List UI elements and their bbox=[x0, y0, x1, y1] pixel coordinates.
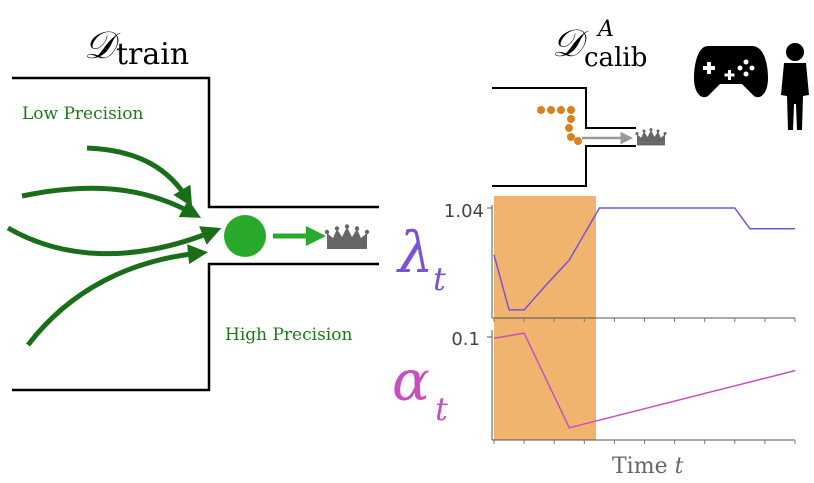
alpha-chart: 0.1 α t bbox=[392, 329, 796, 441]
high-precision-label: High Precision bbox=[225, 325, 352, 345]
arrow-2 bbox=[21, 185, 202, 218]
alpha-series-line bbox=[493, 332, 796, 429]
x-axis-label: Time t bbox=[612, 454, 684, 479]
low-precision-label: Low Precision bbox=[22, 104, 143, 124]
calib-funnel bbox=[492, 87, 636, 187]
person-icon bbox=[781, 43, 809, 130]
x-ticks bbox=[493, 318, 796, 444]
train-title-sub: train bbox=[116, 37, 189, 72]
lambda-symbol: λ bbox=[396, 221, 434, 286]
train-funnel bbox=[12, 76, 379, 392]
arrow-1 bbox=[86, 145, 193, 207]
gamepad-icon bbox=[694, 46, 768, 98]
left-panel: 𝒟 train Low Precision High Precision bbox=[6, 23, 379, 392]
calib-crown-icon bbox=[635, 128, 667, 146]
lambda-tick-label: 1.04 bbox=[444, 201, 484, 222]
lambda-series-line bbox=[493, 207, 795, 311]
crown-icon bbox=[324, 224, 370, 249]
arrow-3 bbox=[6, 225, 222, 257]
calib-dots bbox=[537, 106, 582, 145]
arrow-4 bbox=[26, 244, 208, 347]
incoming-arrows bbox=[6, 145, 222, 347]
alpha-tick-label: 0.1 bbox=[451, 329, 480, 350]
lambda-subscript: t bbox=[433, 260, 446, 298]
lambda-chart: 1.04 λ t bbox=[396, 201, 795, 319]
alpha-symbol: α bbox=[392, 349, 430, 414]
alpha-subscript: t bbox=[435, 390, 448, 428]
right-panel-header: 𝒟 A calib bbox=[492, 17, 809, 187]
model-node bbox=[224, 215, 266, 257]
calib-title-sup: A bbox=[596, 17, 614, 42]
calib-title-sub: calib bbox=[584, 43, 647, 73]
